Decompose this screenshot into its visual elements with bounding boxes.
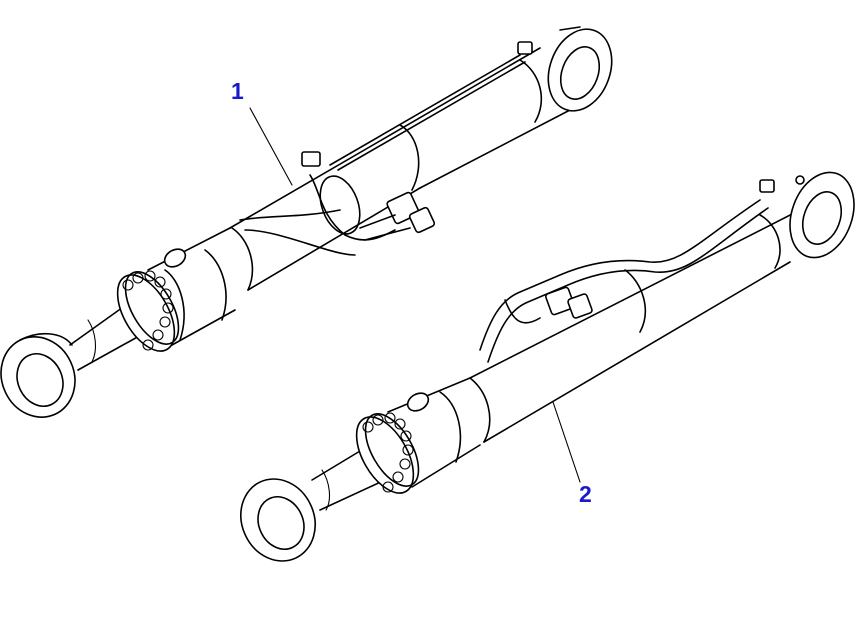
cylinder-1: [0, 26, 613, 418]
cylinder-1-valve: [359, 191, 436, 241]
cylinder-2-rod-eye: [240, 478, 316, 562]
cylinder-2-leader-line: [552, 401, 581, 483]
cylinder-1-head-flange: [116, 270, 180, 352]
cylinder-2-valve: [545, 286, 593, 319]
cylinder-2-barrel: [387, 209, 801, 488]
callout-number-2: 2: [579, 481, 592, 507]
cylinder-1-rod-eye: [0, 332, 76, 418]
cylinder-2-head-eye: [759, 171, 855, 259]
cylinder-2-head-flange: [355, 412, 420, 494]
callout-number-1: 1: [231, 78, 244, 104]
cylinder-1-leader-line: [249, 107, 293, 186]
cylinder-1-barrel: [147, 47, 571, 346]
cylinder-2-piping: [479, 199, 769, 363]
cylinder-1-piping: [239, 54, 526, 256]
cylinder-1-head-eye: [517, 26, 613, 112]
cylinder-2: [240, 171, 855, 562]
